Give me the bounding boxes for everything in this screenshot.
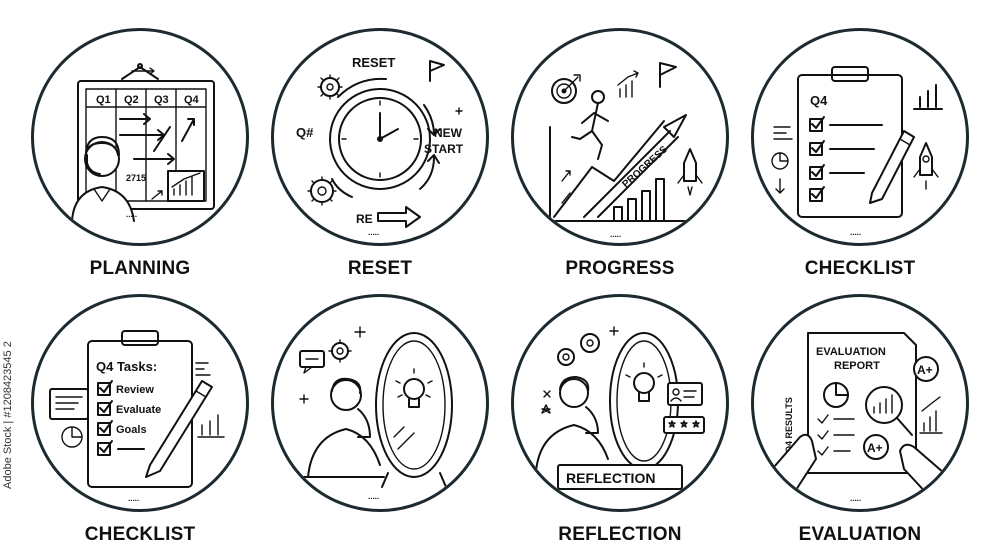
planning-note: 2715 [126,173,146,183]
svg-text:.....: ..... [128,494,139,503]
svg-text:.....: ..... [850,228,861,237]
checklist-bottom-circle: Q4 Tasks: Review Evaluate Goals ..... [31,294,249,512]
progress-caption: PROGRESS [565,258,675,279]
checklist-bottom-illustration: Q4 Tasks: Review Evaluate Goals ..... [49,330,225,503]
progress-illustration: PROGRESS ..... [549,62,711,239]
reset-circle: RESET Q# NEW START RE . [271,28,489,246]
planning-circle: Q1 Q2 Q3 Q4 2715 ..... [31,28,249,246]
evaluation-grade1: A+ [917,363,933,377]
checklist-top-caption: CHECKLIST [804,258,916,279]
planning-q3: Q3 [154,94,169,106]
evaluation-illustration: EVALUATION REPORT A+ A+ Q4 RESULTS ..... [773,332,945,503]
reset-start-text: START [424,142,464,156]
evaluation-caption: EVALUATION [798,524,922,545]
svg-text:.....: ..... [368,228,379,237]
planning-q1: Q1 [96,94,111,106]
checklist-bottom-title: Q4 Tasks: [96,359,157,374]
reflection-illustration: REFLECTION [535,326,705,490]
reset-bottom-text: RE [356,212,373,226]
planning-caption: PLANNING [89,258,191,279]
reflection-caption: REFLECTION [558,524,682,545]
checklist-top-illustration: Q4 ..... [771,66,943,237]
checklist-top-q4: Q4 [810,93,828,108]
reset-left-text: Q# [296,125,314,140]
thinking-circle: ..... [271,294,489,512]
planning-q4: Q4 [184,94,200,106]
svg-text:.....: ..... [850,494,861,503]
stock-id-watermark: Adobe Stock | #1208423545 2 [2,341,14,489]
checklist-top-circle: Q4 ..... [751,28,969,246]
evaluation-line1: EVALUATION [816,346,886,358]
reset-illustration: RESET Q# NEW START RE . [296,55,464,237]
evaluation-side-text: Q4 RESULTS [784,397,794,453]
thinking-illustration: ..... [299,326,453,501]
progress-circle: PROGRESS ..... [511,28,729,246]
svg-text:.....: ..... [368,492,379,501]
reset-top-text: RESET [352,55,395,70]
checklist-bottom-item3: Goals [116,424,147,436]
checklist-bottom-item1: Review [116,384,154,396]
planning-dots: ..... [126,210,137,219]
reflection-circle: REFLECTION [511,294,729,512]
reset-new-text: NEW [434,126,463,140]
checklist-bottom-item2: Evaluate [116,404,161,416]
evaluation-circle: EVALUATION REPORT A+ A+ Q4 RESULTS ..... [751,294,969,512]
planning-q2: Q2 [124,94,139,106]
progress-arrow-text: PROGRESS [620,144,670,190]
checklist-bottom-caption: CHECKLIST [84,524,196,545]
evaluation-line2: REPORT [834,360,880,372]
reset-caption: RESET [347,258,413,279]
svg-text:.....: ..... [610,230,621,239]
reflection-inner-text: REFLECTION [566,470,655,486]
evaluation-grade2: A+ [867,441,883,455]
planning-illustration: Q1 Q2 Q3 Q4 2715 ..... [71,63,215,222]
